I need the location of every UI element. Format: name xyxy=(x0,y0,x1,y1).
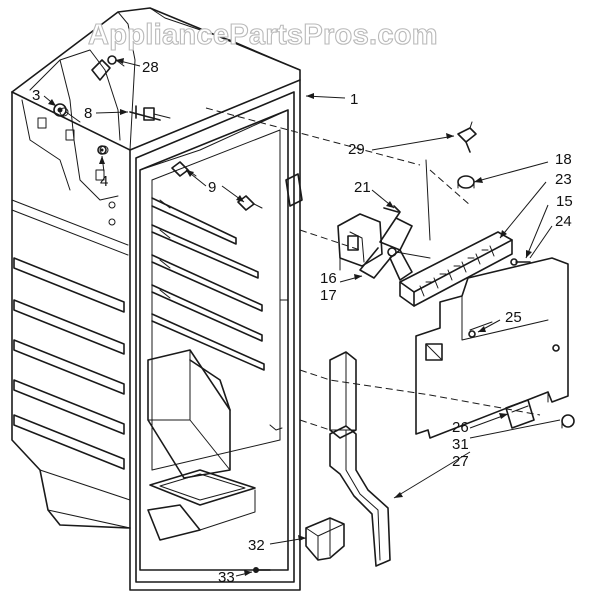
part-18-grommet xyxy=(457,175,475,189)
callout-16: 16 xyxy=(320,270,337,287)
cabinet-liner xyxy=(11,7,303,591)
callout-15: 15 xyxy=(556,193,573,210)
assembly-lines xyxy=(205,107,541,431)
part-4-screw xyxy=(97,145,107,155)
callout-17: 17 xyxy=(320,287,337,304)
callout-8: 8 xyxy=(84,105,92,122)
callout-33: 33 xyxy=(218,569,235,586)
part-31-27-plug xyxy=(561,414,575,429)
callout-23: 23 xyxy=(555,171,572,188)
watermark-text: AppliancePartsPros.com xyxy=(88,19,438,51)
callout-29: 29 xyxy=(348,141,365,158)
callout-9: 9 xyxy=(208,179,216,196)
part-3-thermostat xyxy=(53,103,81,123)
part-9-clips xyxy=(171,161,263,211)
part-26-plate xyxy=(505,399,535,429)
callout-4: 4 xyxy=(100,173,108,190)
callout-21: 21 xyxy=(354,179,371,196)
callout-32: 32 xyxy=(248,537,265,554)
part-33-screw xyxy=(253,567,271,573)
callout-31: 31 xyxy=(452,436,469,453)
fan-motor-assembly xyxy=(337,159,531,307)
leader-lines xyxy=(43,58,561,577)
callout-26: 26 xyxy=(452,419,469,436)
callout-1: 1 xyxy=(350,91,358,108)
callout-3: 3 xyxy=(32,87,40,104)
part-29-connector xyxy=(457,121,477,153)
air-duct xyxy=(329,351,391,567)
part-24-cover-panel xyxy=(415,257,569,439)
part-32-trough xyxy=(305,517,345,561)
callout-24: 24 xyxy=(555,213,572,230)
part-8-valve xyxy=(129,105,171,121)
callout-28: 28 xyxy=(142,59,159,76)
callout-27: 27 xyxy=(452,453,469,470)
callout-25: 25 xyxy=(505,309,522,326)
callout-labels: 1 28 3 8 4 9 29 18 23 21 15 24 16 17 25 … xyxy=(32,59,573,586)
callout-18: 18 xyxy=(555,151,572,168)
